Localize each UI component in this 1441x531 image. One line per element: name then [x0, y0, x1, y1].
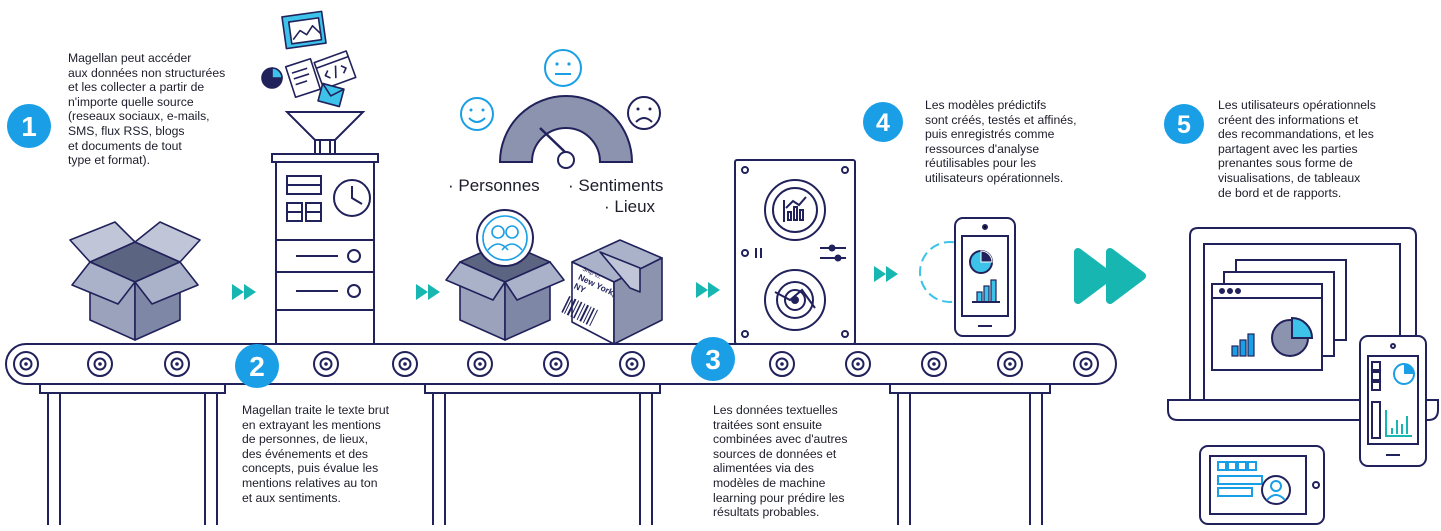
- step-badge-2: 2: [235, 344, 279, 388]
- tablet-profile-icon: [1199, 445, 1325, 525]
- shipping-box-icon: [561, 239, 663, 345]
- entity-label-persons: · Personnes: [448, 176, 540, 195]
- forward-arrow-icon: [696, 282, 720, 298]
- entity-label-places: · Lieux: [604, 197, 656, 216]
- step-3-description: Les données textuelles traitées sont ens…: [713, 403, 848, 520]
- step-1-description: Magellan peut accéder aux données non st…: [68, 51, 226, 168]
- step-2-description: Magellan traite le texte brut en extraya…: [242, 403, 390, 505]
- processing-machine-icon: [271, 111, 379, 345]
- persons-box-icon: [445, 209, 565, 341]
- step-badge-5: 5: [1164, 104, 1204, 144]
- fast-forward-big-icon: [1074, 248, 1146, 304]
- step-badge-1: 1: [7, 104, 51, 148]
- step-4-description: Les modèles prédictifs sont créés, testé…: [925, 98, 1077, 185]
- step-number-1: 1: [21, 111, 37, 142]
- phone-model-icon: [954, 217, 1016, 337]
- forward-arrow-icon: [232, 284, 256, 300]
- phone-report-icon: [1359, 335, 1427, 467]
- entity-label-sentiments: · Sentiments: [568, 176, 664, 195]
- step-badge-4: 4: [863, 102, 903, 142]
- sentiment-gauge-icon: [498, 95, 634, 169]
- package-label-line3: NY: [572, 281, 587, 295]
- step-badge-3: 3: [691, 337, 735, 381]
- step-number-3: 3: [705, 344, 721, 375]
- smiley-neutral-icon: [544, 49, 582, 87]
- step-number-5: 5: [1177, 111, 1191, 139]
- step-5-description: Les utilisateurs opérationnels créent de…: [1218, 98, 1376, 200]
- step-number-2: 2: [249, 351, 265, 382]
- forward-arrow-icon: [874, 266, 898, 282]
- open-box-icon: [69, 221, 201, 341]
- step-number-4: 4: [876, 109, 890, 137]
- smiley-happy-icon: [460, 97, 494, 131]
- forward-arrow-icon: [416, 284, 440, 300]
- smiley-sad-icon: [627, 96, 661, 130]
- analysis-cabinet-icon: [734, 159, 856, 345]
- conveyor-legs: [39, 382, 1051, 525]
- media-files-icon: [261, 10, 357, 108]
- conveyor-belt: [5, 343, 1117, 385]
